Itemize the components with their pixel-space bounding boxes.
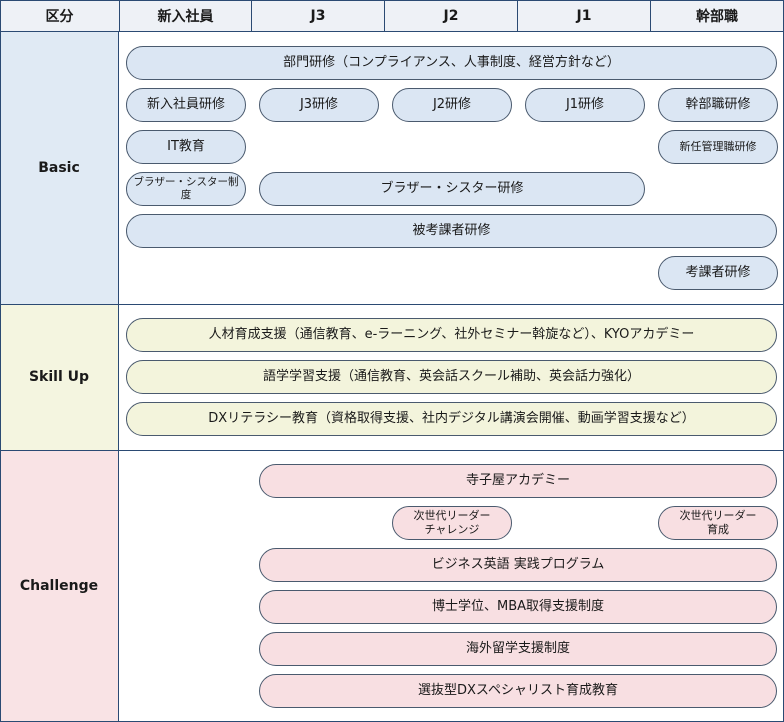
next-gen-development-pill: 次世代リーダー 育成 — [658, 506, 778, 540]
section-label-challenge: Challenge — [0, 450, 119, 722]
section-label-skill-up: Skill Up — [0, 304, 119, 450]
header-category: 区分 — [0, 0, 120, 32]
manager-training-pill: 幹部職研修 — [658, 88, 778, 122]
dx-literacy-pill: DXリテラシー教育（資格取得支援、社内デジタル講演会開催、動画学習支援など） — [126, 402, 777, 436]
it-education-pill: IT教育 — [126, 130, 246, 164]
doctorate-mba-pill: 博士学位、MBA取得支援制度 — [259, 590, 777, 624]
new-hire-training-pill: 新入社員研修 — [126, 88, 246, 122]
language-support-pill: 語学学習支援（通信教育、英会話スクール補助、英会話力強化） — [126, 360, 777, 394]
mentor-system-pill: ブラザー・シスター制度 — [126, 172, 246, 206]
evaluatee-training-pill: 被考課者研修 — [126, 214, 777, 248]
dx-specialist-pill: 選抜型DXスペシャリスト育成教育 — [259, 674, 777, 708]
separator-skill-challenge — [0, 450, 784, 451]
next-gen-challenge-pill: 次世代リーダー チャレンジ — [392, 506, 512, 540]
header-level-j3: J3 — [252, 0, 385, 32]
talent-support-pill: 人材育成支援（通信教育、e-ラーニング、社外セミナー斡旋など）、KYOアカデミー — [126, 318, 777, 352]
j1-training-pill: J1研修 — [525, 88, 645, 122]
header-level-new-hire: 新入社員 — [120, 0, 252, 32]
terakoya-academy-pill: 寺子屋アカデミー — [259, 464, 777, 498]
j3-training-pill: J3研修 — [259, 88, 379, 122]
header-level-manager: 幹部職 — [651, 0, 784, 32]
new-manager-training-pill: 新任管理職研修 — [658, 130, 778, 164]
mentor-training-pill: ブラザー・シスター研修 — [259, 172, 645, 206]
evaluator-training-pill: 考課者研修 — [658, 256, 778, 290]
section-label-basic: Basic — [0, 32, 119, 304]
header-level-j1: J1 — [518, 0, 651, 32]
study-abroad-pill: 海外留学支援制度 — [259, 632, 777, 666]
header-level-j2: J2 — [385, 0, 518, 32]
j2-training-pill: J2研修 — [392, 88, 512, 122]
dept-training-pill: 部門研修（コンプライアンス、人事制度、経営方針など） — [126, 46, 777, 80]
separator-basic-skill — [0, 304, 784, 305]
business-english-pill: ビジネス英語 実践プログラム — [259, 548, 777, 582]
